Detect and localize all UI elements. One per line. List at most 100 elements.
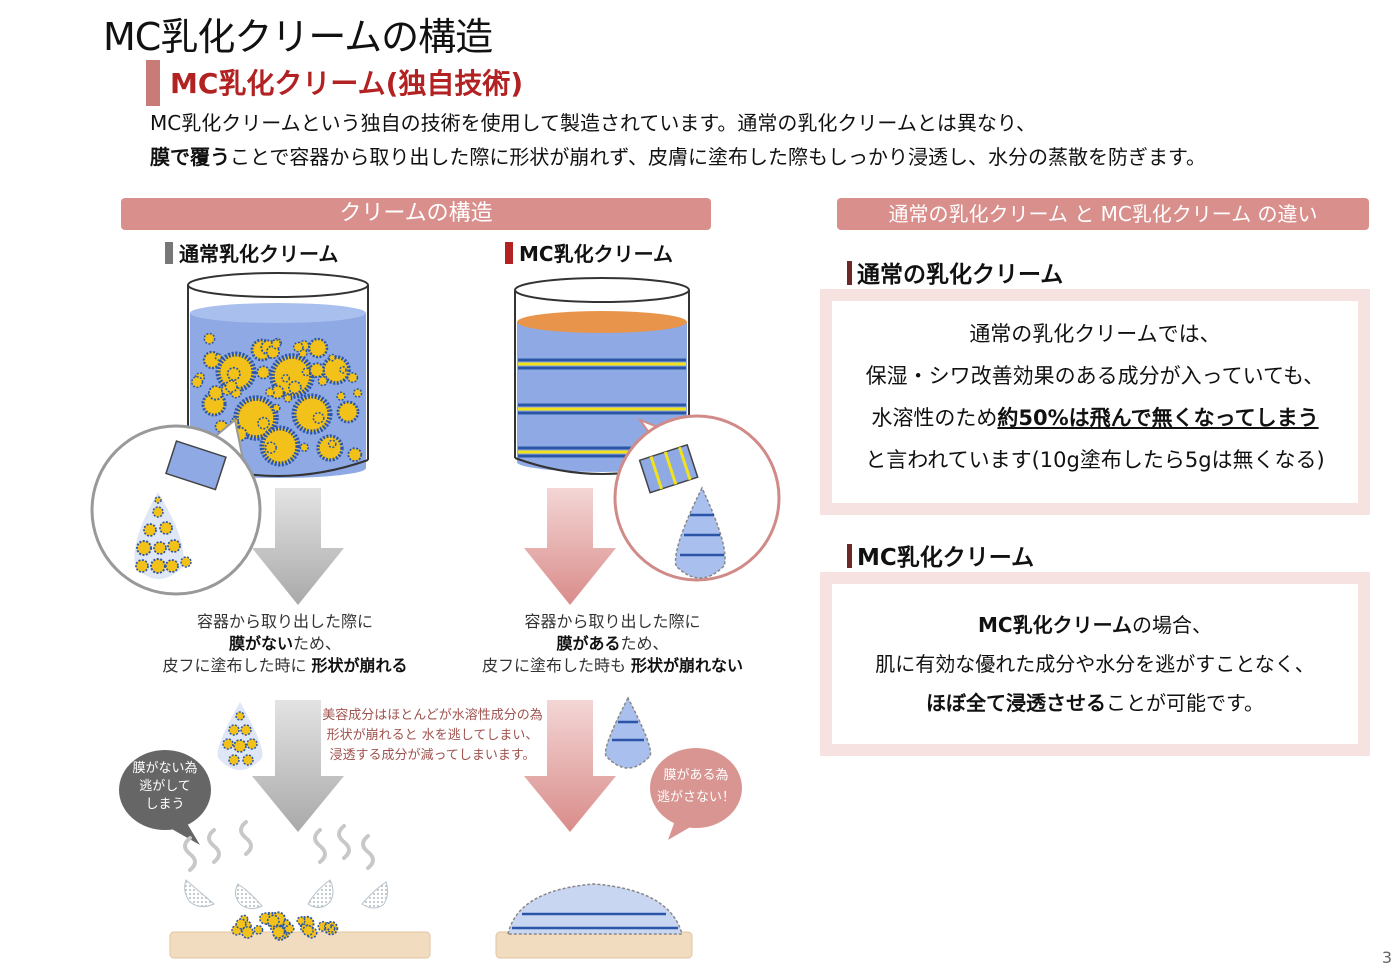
normal-cream-heading: 通常の乳化クリーム [847,255,1063,289]
oil-particle [265,387,275,398]
subtitle-marker [146,60,160,106]
mc-bubble-line-2: 逃がさない！ [656,790,735,805]
mc-caption-line-2: 膜があるため、 [450,633,775,655]
mc-cream-box [820,572,1370,756]
mc-text-line-3: ほぼ全て浸透させることが可能です。 [820,684,1370,723]
note-line-3: 浸透する成分が減ってしまいます。 [329,748,536,763]
oil-particle [328,353,337,362]
mc-text-rest-3: ことが可能です。 [1106,691,1264,715]
subtitle: MC乳化クリーム(独自技術) [170,67,524,100]
note-line-1: 美容成分はほとんどが水溶性成分の為 [322,708,543,723]
intro-rest: ことで容器から取り出した際に形状が崩れず、皮膚に塗布した際もしっかり浸透し、水分… [230,145,1206,169]
mc-arrow-2 [524,700,616,832]
mc-caption-rest-2: ため、 [620,634,669,653]
mc-cream-label: MC乳化クリーム [505,238,673,267]
evaporating-droplets [184,879,389,910]
mc-cream-heading: MC乳化クリーム [847,538,1034,572]
oil-particle [347,372,359,384]
mc-caption-bold-1: 膜がある [556,634,621,653]
structure-band: クリームの構造 [121,198,711,230]
oil-particle [302,924,314,937]
oil-particle [228,724,240,736]
normal-bubble-line-1: 膜がない為 [132,761,198,776]
normal-arrow-1 [252,488,344,605]
normal-bubble-text: 膜がない為 逃がして しまう [122,760,208,814]
normal-heading-text: 通常の乳化クリーム [857,262,1064,288]
mc-caption-bold-3: 形状が崩れない [631,656,744,675]
oil-particle [180,556,192,568]
oil-particle [191,375,204,389]
oil-particle [317,375,328,387]
mc-text-line-2: 肌に有効な優れた成分や水分を逃がすことなく、 [875,652,1315,676]
mc-text-line-1: MC乳化クリームの場合、 [820,606,1370,645]
mc-text-rest-1: の場合、 [1131,613,1212,637]
mc-text-bold-1: MC乳化クリーム [978,613,1132,637]
difference-band: 通常の乳化クリーム と MC乳化クリーム の違い [837,198,1369,230]
normal-text-prefix-3: 水溶性のため [871,406,998,430]
normal-skin [169,931,431,959]
oil-particle [224,379,238,393]
mc-zoom-circle [613,414,781,582]
mc-drop-lower [604,696,652,769]
oil-particle [291,393,333,435]
oil-particle [203,332,216,345]
normal-caption-rest-2: ため、 [293,634,342,653]
normal-bubble-line-2: 逃がして [139,779,191,794]
oil-particle [324,922,333,931]
mc-heading-text: MC乳化クリーム [857,545,1035,571]
oil-particle [282,919,291,927]
oil-particle [167,539,181,553]
oil-particle [152,506,164,518]
oil-particle [208,385,224,401]
normal-speech-bubble [119,750,211,845]
oil-particle [143,523,157,537]
normal-text-line-4: と言われています(10g塗布したら5gは無くなる) [865,448,1325,472]
oil-particle [228,754,240,766]
normal-zoom-circle [90,418,262,596]
oil-particle [165,559,179,573]
oil-particle [159,521,173,535]
oil-particle [281,373,291,383]
oil-particle [222,738,234,750]
oil-particle [339,366,347,374]
normal-heading-marker [847,261,852,285]
mc-caption-line-3: 皮フに塗布した時も 形状が崩れない [450,655,775,677]
oil-particle [214,353,223,361]
normal-caption-line-2: 膜がないため、 [120,633,450,655]
normal-drop-lower [217,702,263,770]
normal-cream-label-text: 通常乳化クリーム [179,242,339,266]
mc-bubble-line-1: 膜がある為 [663,768,729,783]
normal-cream-box [820,289,1370,515]
oil-particle [240,724,252,736]
oil-particle [242,754,254,766]
intro-line-1: MC乳化クリームという独自の技術を使用して製造されています。通常の乳化クリームと… [150,111,1037,135]
normal-caption-line-3: 皮フに塗布した時に 形状が崩れる [120,655,450,677]
oil-particle [271,925,286,939]
oil-particle [153,541,167,555]
mc-label-marker [505,242,513,264]
intro-line-2: 膜で覆うことで容器から取り出した際に形状が崩れず、皮膚に塗布した際もしっかり浸透… [150,140,1206,174]
oil-particle [154,496,162,504]
mc-arrow-1 [524,488,616,605]
steam-lines [183,820,375,872]
intro-text: MC乳化クリームという独自の技術を使用して製造されています。通常の乳化クリームと… [150,106,1206,174]
normal-bubble-line-3: しまう [145,797,185,812]
normal-caption-bold-3: 形状が崩れる [311,656,408,675]
mc-caption-prefix-3: 皮フに塗布した時も [481,656,632,675]
mc-bubble-text: 膜がある為 逃がさない！ [654,765,738,809]
oil-particle [256,365,271,380]
normal-arrow-2 [252,700,344,832]
oil-particle [296,916,306,926]
oil-particle [257,416,270,430]
mc-cream-label-text: MC乳化クリーム [519,242,673,266]
mc-heading-marker [847,544,852,568]
oil-particle [259,425,301,467]
water-soluble-note: 美容成分はほとんどが水溶性成分の為 形状が崩れると 水を逃してしまい、 浸透する… [305,706,560,766]
normal-cream-text: 通常の乳化クリームでは、 保湿・シワ改善効果のある成分が入っていても、 水溶性の… [820,313,1370,481]
oil-particle [307,337,329,359]
normal-text-line-2: 保湿・シワ改善効果のある成分が入っていても、 [865,364,1325,388]
mc-skin [495,931,693,959]
spilled-cream [231,911,339,941]
oil-particle [246,738,258,750]
